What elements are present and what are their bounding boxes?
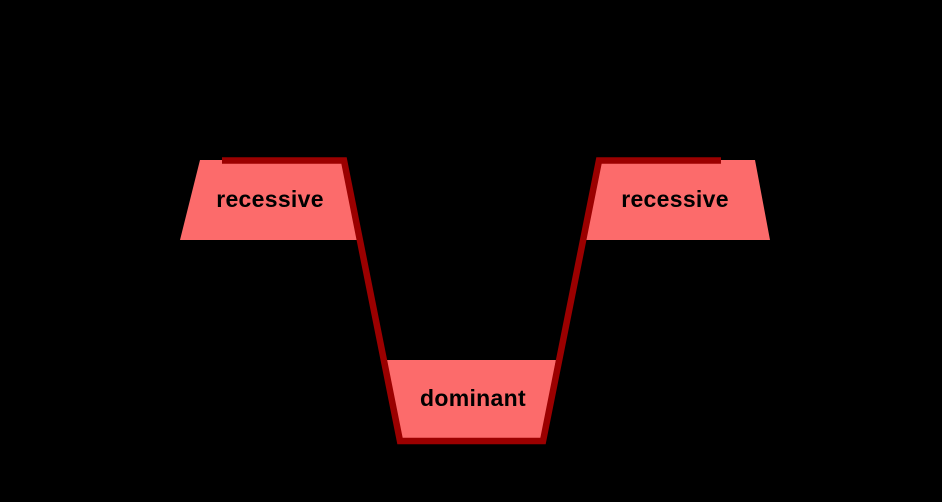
dominant-label: dominant [420, 385, 526, 411]
recessive-right-label: recessive [621, 186, 729, 212]
recessive-left-label: recessive [216, 186, 324, 212]
recessive-right-region [583, 160, 770, 240]
fitness-well-outline [222, 157, 721, 445]
dominant-region [386, 360, 556, 438]
recessive-left-region [180, 160, 360, 240]
